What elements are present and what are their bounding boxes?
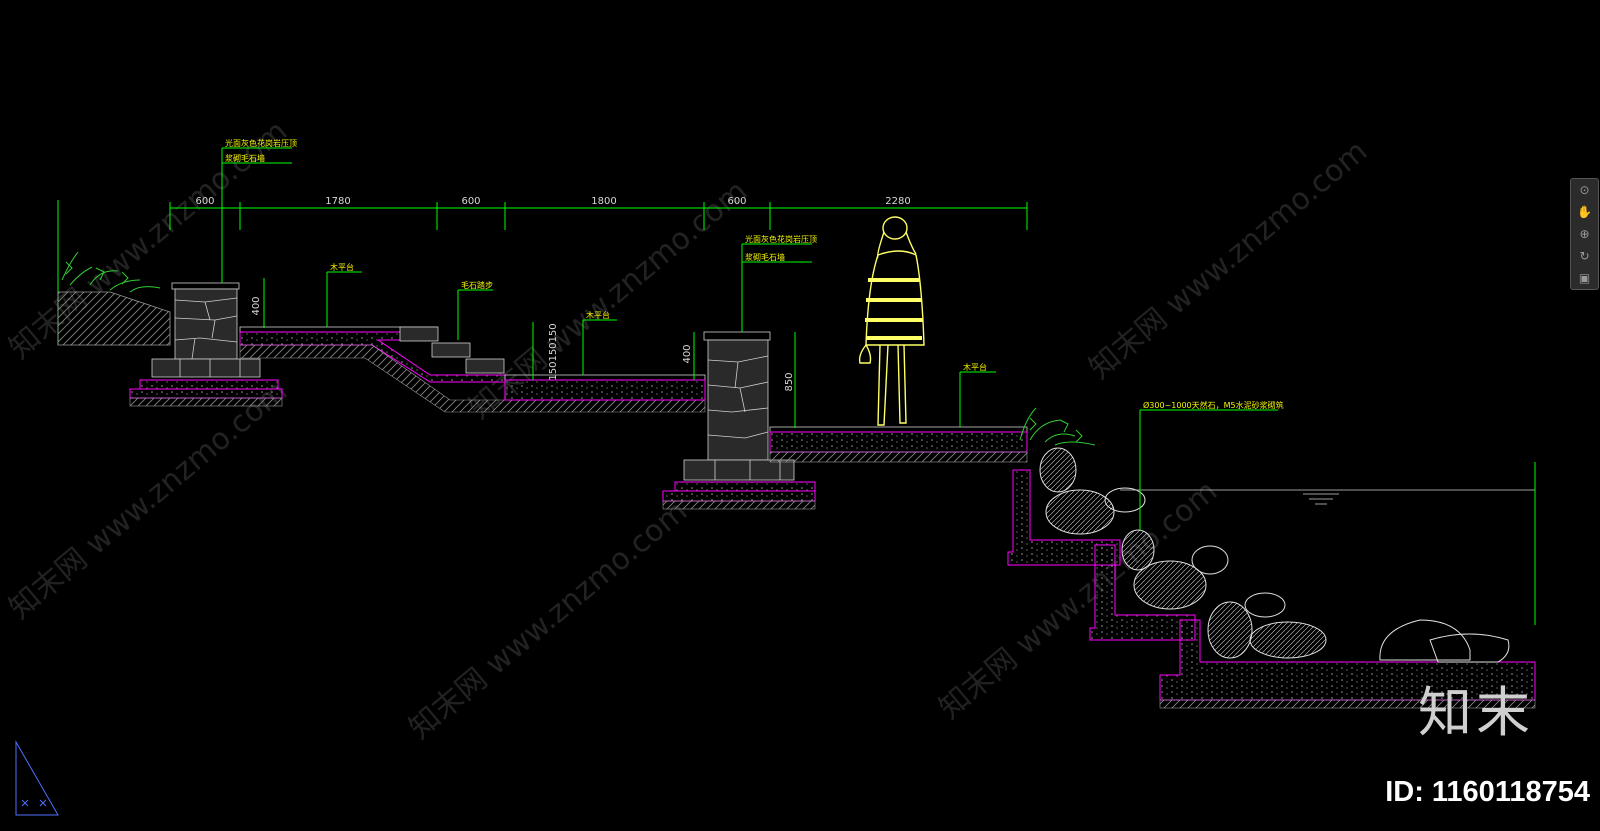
stone-steps <box>399 326 505 374</box>
orbit-icon[interactable]: ↻ <box>1579 249 1590 263</box>
watermark-text: 知末网 www.znzmo.com <box>403 494 694 746</box>
note-steps: 毛石踏步 <box>461 280 493 290</box>
note-wall2-cap: 光面灰色花岗岩压顶 <box>745 234 817 244</box>
dim-label: 150150150 <box>548 323 559 380</box>
dim-label: 600 <box>195 196 214 207</box>
deck-platform-2 <box>504 374 706 401</box>
foundation-2 <box>662 481 816 510</box>
note-wall1-cap: 光面灰色花岗岩压顶 <box>225 138 297 148</box>
person-figure <box>858 216 925 426</box>
pond-terraces <box>1007 469 1536 709</box>
stone-wall-1 <box>151 282 261 378</box>
watermark-layer: 知末网 www.znzmo.com 知末网 www.znzmo.com 知末网 … <box>3 114 1374 746</box>
stone-wall-2 <box>683 331 795 481</box>
note-rocks: Ø300~1000天然石，M5水泥砂浆砌筑 <box>1143 400 1284 410</box>
note-wall1-body: 浆砌毛石墙 <box>225 153 265 163</box>
note-platform2: 木平台 <box>586 310 610 320</box>
ucs-icon <box>15 740 59 816</box>
pan-icon[interactable]: ✋ <box>1577 205 1592 219</box>
note-platform1: 木平台 <box>330 262 354 272</box>
vertical-dims <box>221 147 1278 530</box>
watermark-text: 知末网 www.znzmo.com <box>1083 134 1374 386</box>
dim-label: 1800 <box>591 196 616 207</box>
showmotion-icon[interactable]: ▣ <box>1578 271 1591 285</box>
watermark-text: 知末网 www.znzmo.com <box>3 374 294 626</box>
note-wall2-body: 浆砌毛石墙 <box>745 252 785 262</box>
plant-cluster <box>1019 407 1096 446</box>
dim-label: 400 <box>251 296 262 315</box>
steering-wheel-icon[interactable]: ⊙ <box>1579 183 1590 197</box>
dim-label: 600 <box>727 196 746 207</box>
dim-label: 600 <box>461 196 480 207</box>
deck-platform-3 <box>769 426 1028 463</box>
brand-logo: 知末 <box>1418 681 1534 744</box>
asset-id-label: ID: 1160118754 <box>1385 776 1590 808</box>
zoom-icon[interactable]: ⊕ <box>1579 227 1590 241</box>
note-platform3: 木平台 <box>963 362 987 372</box>
dim-label: 1780 <box>325 196 350 207</box>
water-level <box>1120 489 1535 505</box>
dimension-chain <box>169 202 1028 230</box>
dim-label: 400 <box>682 344 693 363</box>
navigation-bar[interactable]: ⊙ ✋ ⊕ ↻ ▣ <box>1570 178 1599 290</box>
dim-label: 850 <box>784 372 795 391</box>
foundation-1 <box>129 379 283 407</box>
left-bank <box>57 200 171 346</box>
dim-label: 2280 <box>885 196 910 207</box>
natural-rocks <box>1039 447 1510 663</box>
